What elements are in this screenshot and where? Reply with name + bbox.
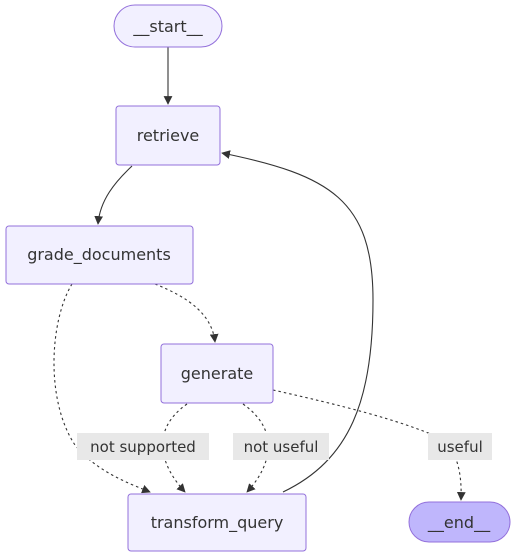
node-generate[interactable]: generate [160,343,274,404]
edge-grade-documents-transform-query [53,283,151,494]
svg-text:__end__: __end__ [427,513,491,533]
svg-text:generate: generate [181,364,253,383]
node-retrieve[interactable]: retrieve [115,105,221,166]
edge-label-not-useful: not useful [233,433,329,460]
node-grade-documents[interactable]: grade_documents [5,225,194,285]
node-start[interactable]: __start__ [113,4,223,48]
edges [53,47,466,501]
edge-generate-transform-query-not-useful [242,403,269,493]
svg-text:transform_query: transform_query [151,513,284,533]
edge-transform-query-retrieve [221,150,374,493]
node-transform-query[interactable]: transform_query [127,493,307,552]
edge-generate-transform-query-not-supported [162,403,188,493]
edge-label-useful: useful [428,433,492,460]
edge-label-not-supported: not supported [77,433,209,460]
edge-grade-documents-generate [154,283,219,343]
svg-text:not useful: not useful [244,438,319,456]
svg-text:useful: useful [437,438,483,456]
edge-generate-end-useful [272,389,466,501]
svg-text:grade_documents: grade_documents [27,245,171,265]
node-end[interactable]: __end__ [408,501,511,543]
svg-text:retrieve: retrieve [137,126,200,145]
svg-text:not supported: not supported [90,438,196,456]
svg-text:__start__: __start__ [132,17,203,37]
edge-retrieve-grade-documents [94,165,133,225]
